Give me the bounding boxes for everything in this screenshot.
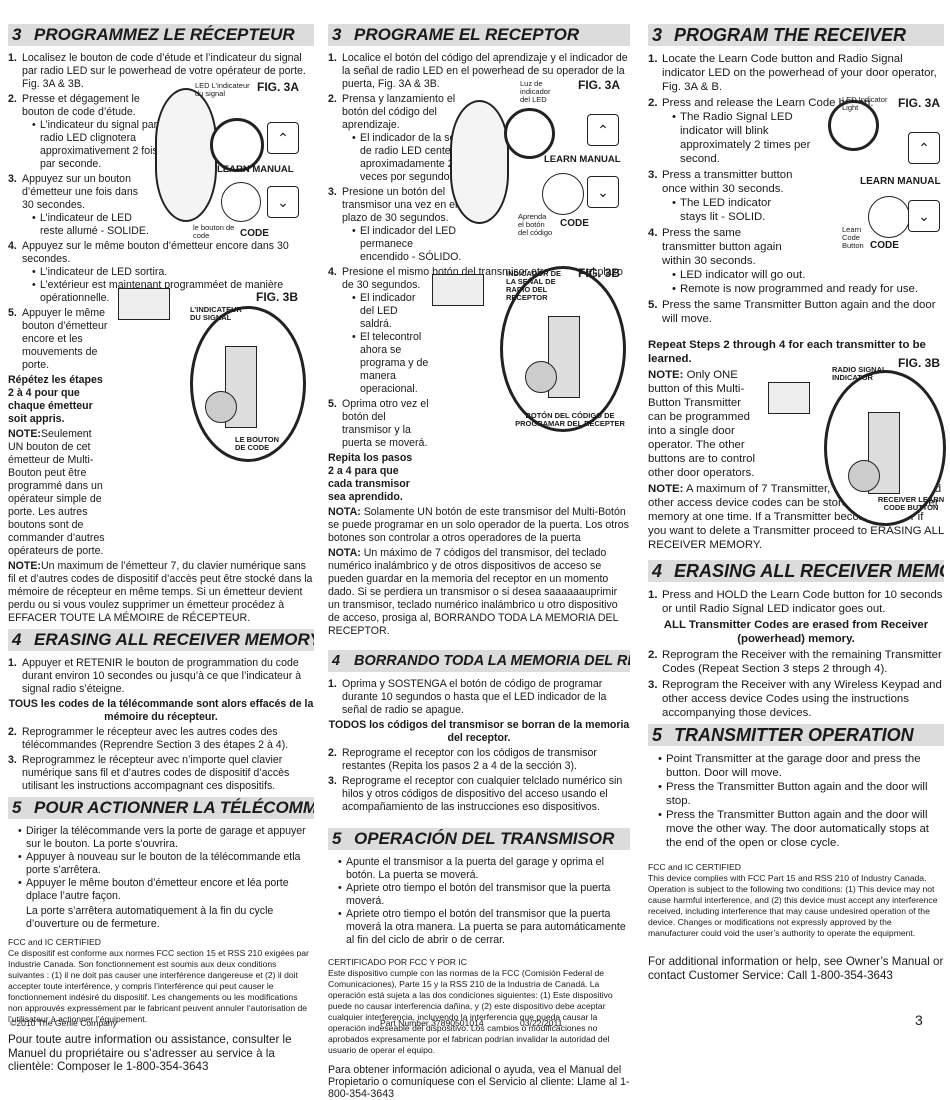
remote-illustration xyxy=(155,88,217,222)
step-1: 1.Locate the Learn Code button and Radio… xyxy=(648,53,937,93)
figure-3a: FIG. 3A LED Indicator Light ⌃ LEARN MANU… xyxy=(780,92,945,262)
step-4: 4.Appuyez sur le même bouton d’émetteur … xyxy=(8,240,314,305)
contact-info: For additional information or help, see … xyxy=(648,955,944,982)
remote-illustration xyxy=(450,100,509,224)
chevron-down-icon: ⌄ xyxy=(908,200,940,232)
step-5: 5.Appuyer le même bouton d’émetteur enco… xyxy=(8,307,108,371)
fcc-block: CERTIFICADO POR FCC Y POR IC Este dispos… xyxy=(328,957,613,1055)
step-4: 4.Press the same transmitter button agai… xyxy=(648,226,944,296)
step-3: 3.Presione un botón del transmisor una v… xyxy=(328,186,462,264)
note-1: NOTE:Seulement UN bouton de cet émetteur… xyxy=(8,428,105,557)
zoom-circle xyxy=(210,118,264,172)
step-3: 3.Press a transmitter button once within… xyxy=(648,168,797,224)
step-1: 1.Localisez le bouton de code d’étude et… xyxy=(8,52,306,90)
step-2: 2.Presse et dégagement le bouton de code… xyxy=(8,93,172,171)
figure-3b: FIG. 3B RADIO SIGNAL INDICATOR RECEIVER … xyxy=(768,352,946,526)
erase-confirm: TOUS les codes de la télécommande sont a… xyxy=(8,698,314,723)
fcc-block: FCC and IC CERTIFIED This device complie… xyxy=(648,862,938,938)
repeat-note: Repita los pasos 2 a 4 para que cada tra… xyxy=(328,452,413,503)
copyright: ©2010 The Genie Company xyxy=(10,1018,117,1028)
step-5: 5.Oprima otro vez el botón del transmiso… xyxy=(328,398,429,449)
chevron-up-icon: ⌃ xyxy=(587,114,619,146)
erase-step-1: 1.Oprima y SOSTENGA el botón de código d… xyxy=(328,678,607,716)
fcc-block: FCC and IC CERTIFIED Ce dispositif est c… xyxy=(8,937,309,1024)
figure-3a: FIG. 3A Luz de indicador del LED ⌃ LEARN… xyxy=(450,78,627,238)
erase-step-2: 2.Reprograme el receptor con los códigos… xyxy=(328,747,597,772)
date: 03/22/2011 xyxy=(520,1018,563,1028)
part-number: Part Number 37890501014 xyxy=(380,1018,484,1028)
erase-step-3: 3.Reprogrammez le récepteur avec n’impor… xyxy=(8,754,290,792)
erase-step-2: 2.Reprogrammer le récepteur avec les aut… xyxy=(8,726,289,751)
operation-list: Point Transmitter at the garage door and… xyxy=(648,752,944,850)
chevron-down-icon: ⌄ xyxy=(587,176,619,208)
erase-step-2: 2.Reprogram the Receiver with the remain… xyxy=(648,649,942,675)
erase-confirm: TODOS los códigos del transmisor se borr… xyxy=(328,719,630,744)
operation-list: Apunte el transmisor a la puerta del gar… xyxy=(328,856,630,947)
chevron-up-icon: ⌃ xyxy=(908,132,940,164)
note-1: NOTA: Solamente UN botón de este transmi… xyxy=(328,506,629,544)
learn-code-button xyxy=(542,173,584,215)
chevron-up-icon: ⌃ xyxy=(267,122,299,154)
figure-3a: FIG. 3A LED L’indicateur du signal ⌃ LEA… xyxy=(155,78,310,248)
page-number: 3 xyxy=(915,1012,923,1028)
repeat-note: Repeat Steps 2 through 4 for each transm… xyxy=(648,339,926,365)
contact-info: Pour toute autre information ou assistan… xyxy=(8,1033,292,1073)
step-2: 2.Press and release the Learn Code butto… xyxy=(648,96,944,166)
step-5: 5.Press the same Transmitter Button agai… xyxy=(648,299,936,325)
erase-step-1: 1.Press and HOLD the Learn Code button f… xyxy=(648,589,943,615)
contact-info: Para obtener información adicional o ayu… xyxy=(328,1064,630,1100)
steps-list: 1.Localisez le bouton de code d’étude et… xyxy=(8,52,314,372)
repeat-note: Répétez les étapes 2 à 4 pour que chaque… xyxy=(8,374,103,425)
step-3: 3.Appuyez sur un bouton d’émetteur une f… xyxy=(8,173,152,238)
note-2: NOTA: Un máximo de 7 códigos del transmi… xyxy=(328,547,619,637)
step-2: 2.Prensa y lanzamiento el botón del códi… xyxy=(328,93,482,184)
erase-step-3: 3.Reprogram the Receiver with any Wirele… xyxy=(648,679,942,719)
step-1: 1.Localice el botón del código del apren… xyxy=(328,52,628,90)
figure-3b: FIG. 3B L’INDICATEUR DU SIGNAL LE BOUTON… xyxy=(110,286,310,466)
erase-confirm: ALL Transmitter Codes are erased from Re… xyxy=(663,619,929,645)
erase-step-3: 3.Reprograme el receptor con cualquier t… xyxy=(328,775,623,813)
chevron-down-icon: ⌄ xyxy=(267,186,299,218)
operation-list: Diriger la télécommande vers la porte de… xyxy=(8,825,314,903)
learn-code-button xyxy=(221,182,261,222)
learn-code-button xyxy=(868,196,910,238)
erase-step-1: 1.Appuyer et RETENIR le bouton de progra… xyxy=(8,657,302,695)
figure-3b: FIG. 3B INDICADOR DE LA SEÑAL DE RADIO D… xyxy=(430,266,630,436)
note-2: NOTE:Un maximum de l’émetteur 7, du clav… xyxy=(8,560,313,624)
note-1: NOTE: Only ONE button of this Multi-Butt… xyxy=(648,369,756,479)
zoom-circle xyxy=(504,108,555,159)
zoom-circle xyxy=(828,100,879,151)
